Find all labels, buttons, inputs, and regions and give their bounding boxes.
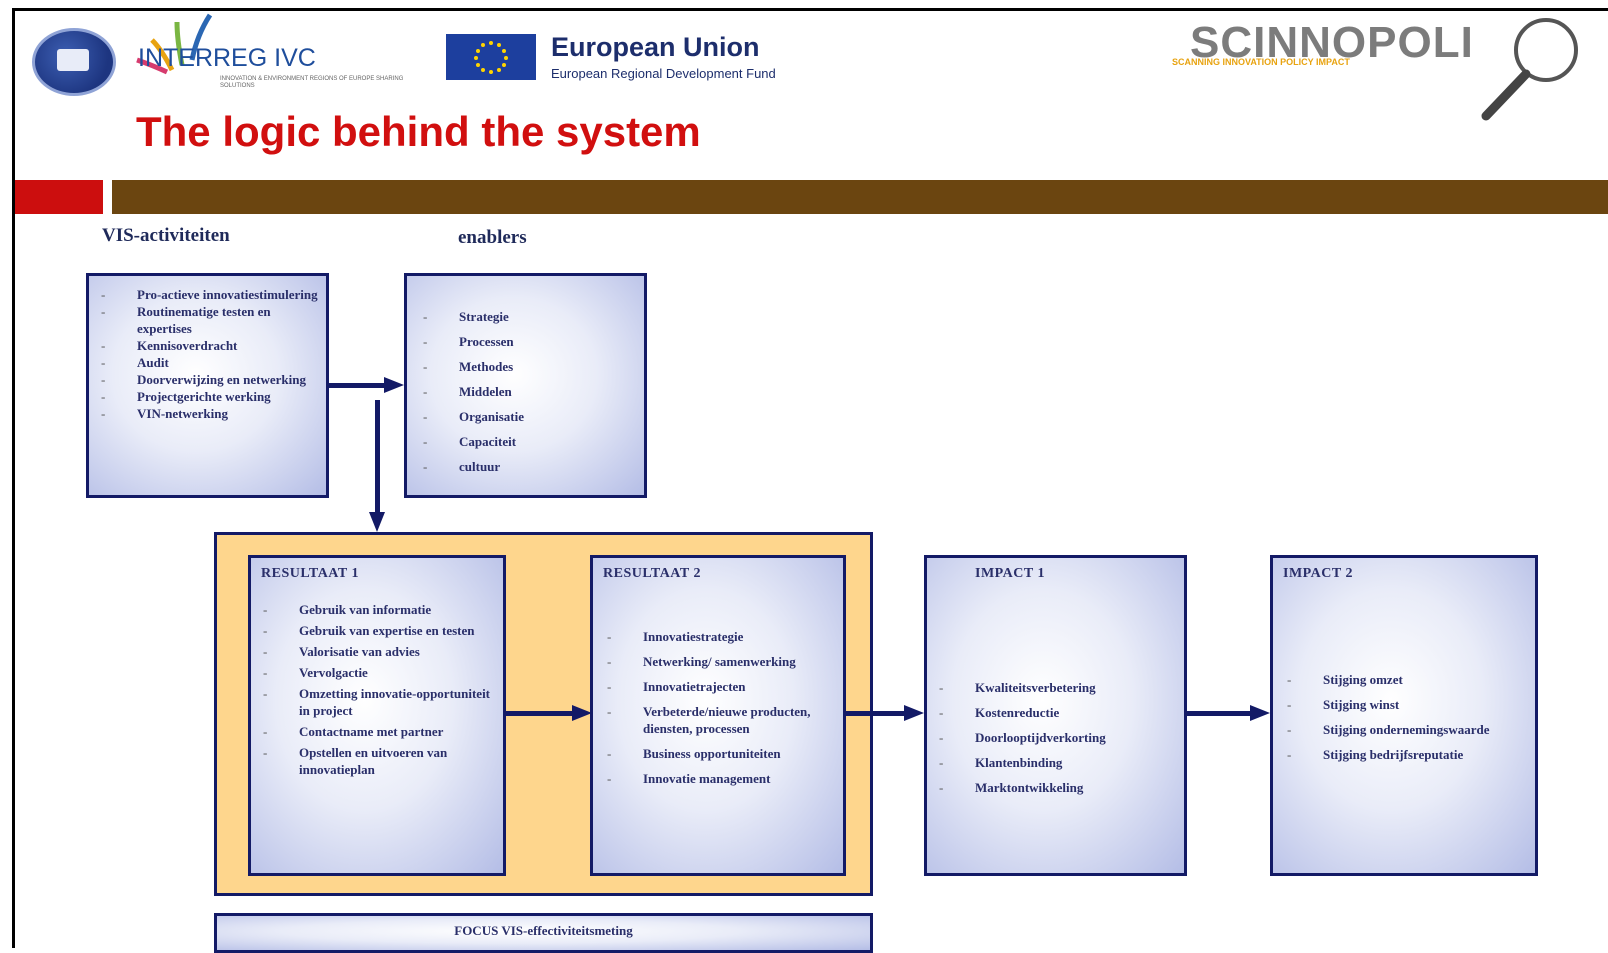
list-item: Doorverwijzing en netwerking <box>101 371 322 388</box>
list-item: cultuur <box>423 454 639 479</box>
list-item: Marktontwikkeling <box>939 775 1185 800</box>
impact2-list: Stijging omzet Stijging winst Stijging o… <box>1287 671 1533 763</box>
enablers-box: Strategie Processen Methodes Middelen Or… <box>404 273 647 498</box>
list-item: Audit <box>101 354 322 371</box>
impact1-box: IMPACT 1 Kwaliteitsverbetering Kostenred… <box>924 555 1187 876</box>
impact1-title: IMPACT 1 <box>975 566 1045 581</box>
impact2-title: IMPACT 2 <box>1283 566 1353 581</box>
vis-activities-list: Pro-actieve innovatiestimulering Routine… <box>101 286 322 422</box>
red-band <box>15 180 103 214</box>
list-item: Contactname met partner <box>263 723 499 740</box>
list-item: Stijging bedrijfsreputatie <box>1287 746 1533 763</box>
focus-box: FOCUS VIS-effectiviteitsmeting <box>214 913 873 953</box>
arrow-vis-to-results <box>375 400 380 514</box>
slide-frame <box>12 8 1608 948</box>
list-item: Capaciteit <box>423 429 639 454</box>
resultaat2-title: RESULTAAT 2 <box>603 566 701 581</box>
list-item: Organisatie <box>423 404 639 429</box>
list-item: Projectgerichte werking <box>101 388 322 405</box>
arrow-r1-to-r2 <box>506 711 574 716</box>
list-item: Gebruik van expertise en testen <box>263 622 499 639</box>
enablers-list: Strategie Processen Methodes Middelen Or… <box>423 304 639 479</box>
arrowhead <box>1250 705 1270 721</box>
list-item: VIN-netwerking <box>101 405 322 422</box>
enablers-label: enablers <box>458 227 527 248</box>
resultaat2-list: Innovatiestrategie Netwerking/ samenwerk… <box>607 628 843 787</box>
interreg-logo-swoosh <box>136 13 213 75</box>
list-item: Strategie <box>423 304 639 329</box>
arrowhead <box>384 377 404 393</box>
impact2-box: IMPACT 2 Stijging omzet Stijging winst S… <box>1270 555 1538 876</box>
list-item: Pro-actieve innovatiestimulering <box>101 286 322 303</box>
interreg-subtitle: INNOVATION & ENVIRONMENT REGIONS OF EURO… <box>220 76 404 89</box>
list-item: Doorlooptijdverkorting <box>939 725 1185 750</box>
list-item: Processen <box>423 329 639 354</box>
list-item: Kwaliteitsverbetering <box>939 675 1185 700</box>
list-item: Netwerking/ samenwerking <box>607 653 843 670</box>
resultaat1-box: RESULTAAT 1 Gebruik van informatie Gebru… <box>248 555 506 876</box>
list-item: Innovatiestrategie <box>607 628 843 645</box>
list-item: Gebruik van informatie <box>263 601 499 618</box>
interreg-title: INTERREG IVC <box>138 44 316 72</box>
arrowhead <box>369 512 385 532</box>
arrowhead <box>572 705 592 721</box>
list-item: Business opportuniteiten <box>607 745 843 762</box>
arrow-r2-to-i1 <box>846 711 906 716</box>
resultaat1-title: RESULTAAT 1 <box>261 566 359 581</box>
arrow-vis-to-enablers <box>329 383 385 388</box>
page-title: The logic behind the system <box>136 108 701 155</box>
brown-band <box>112 180 1608 214</box>
magnifier-icon <box>1481 18 1578 121</box>
list-item: Middelen <box>423 379 639 404</box>
scinnopoli-subtitle: SCANNING INNOVATION POLICY IMPACT <box>1172 57 1350 67</box>
list-item: Klantenbinding <box>939 750 1185 775</box>
regional-logo <box>32 28 116 96</box>
list-item: Stijging winst <box>1287 696 1533 713</box>
list-item: Innovatie management <box>607 770 843 787</box>
list-item: Valorisatie van advies <box>263 643 499 660</box>
arrowhead <box>904 705 924 721</box>
eu-subtitle: European Regional Development Fund <box>551 66 776 81</box>
list-item: Innovatietrajecten <box>607 678 843 695</box>
list-item: Routinematige testen en expertises <box>101 303 322 337</box>
list-item: Methodes <box>423 354 639 379</box>
vis-activities-box: Pro-actieve innovatiestimulering Routine… <box>86 273 329 498</box>
eu-title: European Union <box>551 32 760 62</box>
scinnopoli-title: SCINNOPOLI <box>1190 18 1474 67</box>
list-item: Omzetting innovatie-opportuniteit in pro… <box>263 685 499 719</box>
impact1-list: Kwaliteitsverbetering Kostenreductie Doo… <box>939 675 1185 800</box>
list-item: Kostenreductie <box>939 700 1185 725</box>
eu-flag-icon <box>446 34 536 80</box>
list-item: Stijging omzet <box>1287 671 1533 688</box>
list-item: Kennisoverdracht <box>101 337 322 354</box>
list-item: Vervolgactie <box>263 664 499 681</box>
list-item: Opstellen en uitvoeren van innovatieplan <box>263 744 499 778</box>
list-item: Stijging ondernemingswaarde <box>1287 721 1533 738</box>
resultaat1-list: Gebruik van informatie Gebruik van exper… <box>263 601 499 778</box>
list-item: Verbeterde/nieuwe producten, diensten, p… <box>607 703 843 737</box>
arrow-i1-to-i2 <box>1187 711 1251 716</box>
vis-label: VIS-activiteiten <box>102 225 230 246</box>
resultaat2-box: RESULTAAT 2 Innovatiestrategie Netwerkin… <box>590 555 846 876</box>
focus-title: FOCUS VIS-effectiviteitsmeting <box>454 923 633 938</box>
